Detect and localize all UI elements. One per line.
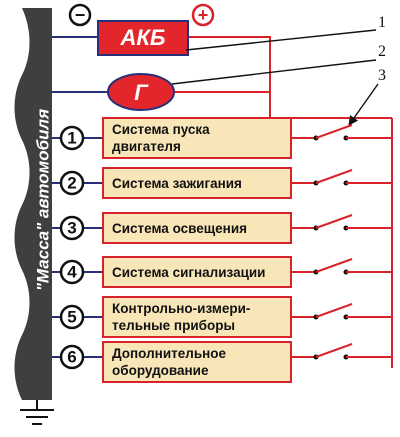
system-1-box bbox=[102, 117, 292, 159]
system-3-switch-blade bbox=[315, 214, 353, 229]
system-5-number-circle bbox=[59, 304, 85, 330]
system-5-switch-blade bbox=[315, 303, 353, 318]
system-2-number-circle bbox=[59, 170, 85, 196]
system-4-number: 4 bbox=[67, 262, 77, 281]
system-6-label: Дополнительное bbox=[112, 346, 227, 361]
system-row-6: 6 Дополнительное оборудование bbox=[52, 341, 392, 383]
system-row-5: 5 Контрольно-измери- тельные приборы bbox=[52, 296, 392, 338]
system-row-3: 3 Система освещения bbox=[52, 212, 392, 244]
callout-2-label: 2 bbox=[378, 43, 386, 60]
system-2-switch-blade bbox=[315, 169, 353, 184]
system-1-number: 1 bbox=[67, 128, 76, 147]
battery-box bbox=[97, 20, 189, 56]
system-4-number-circle bbox=[59, 259, 85, 285]
battery-minus-terminal bbox=[68, 3, 92, 27]
system-5-box bbox=[102, 296, 292, 338]
system-2-number: 2 bbox=[67, 173, 76, 192]
system-6-box bbox=[102, 341, 292, 383]
system-1-number-circle bbox=[59, 125, 85, 151]
system-5-number: 5 bbox=[67, 307, 76, 326]
battery-minus-sign: − bbox=[75, 5, 86, 25]
battery-plus-sign: + bbox=[198, 5, 209, 25]
system-1-label: Система пуска bbox=[112, 122, 210, 137]
callout-3-label: 3 bbox=[378, 67, 386, 84]
system-6-number-circle bbox=[59, 344, 85, 370]
vehicle-ground-bar bbox=[14, 8, 52, 400]
system-3-number: 3 bbox=[67, 218, 76, 237]
callout-2-leader bbox=[171, 59, 377, 85]
generator bbox=[107, 73, 175, 111]
system-3-number-circle bbox=[59, 215, 85, 241]
system-6-label-line-2: оборудование bbox=[112, 363, 209, 378]
battery-plus-terminal bbox=[191, 3, 215, 27]
system-4-box bbox=[102, 256, 292, 288]
system-1-label-line-2: двигателя bbox=[112, 139, 181, 154]
generator-label: Г bbox=[134, 80, 149, 105]
callout-1-label: 1 bbox=[378, 14, 386, 31]
system-5-label: Контрольно-измери- bbox=[112, 301, 250, 316]
system-2-box bbox=[102, 167, 292, 199]
system-row-1: 1 Система пуска двигателя bbox=[52, 117, 392, 159]
system-4-label: Система сигнализации bbox=[112, 265, 265, 280]
system-4-switch-blade bbox=[315, 258, 353, 273]
battery-label: АКБ bbox=[120, 25, 166, 50]
system-2-label: Система зажигания bbox=[112, 176, 242, 191]
system-1-switch-blade bbox=[315, 124, 353, 139]
system-3-label: Система освещения bbox=[112, 221, 247, 236]
system-6-switch-blade bbox=[315, 343, 353, 358]
callout-1-leader bbox=[185, 29, 377, 51]
system-5-label-line-2: тельные приборы bbox=[112, 318, 235, 333]
vehicle-ground-label: "Масса" автомобиля bbox=[33, 109, 52, 291]
system-row-2: 2 Система зажигания bbox=[52, 167, 392, 199]
callout-3-leader bbox=[348, 83, 379, 126]
system-6-number: 6 bbox=[67, 347, 76, 366]
system-row-4: 4 Система сигнализации bbox=[52, 256, 392, 288]
